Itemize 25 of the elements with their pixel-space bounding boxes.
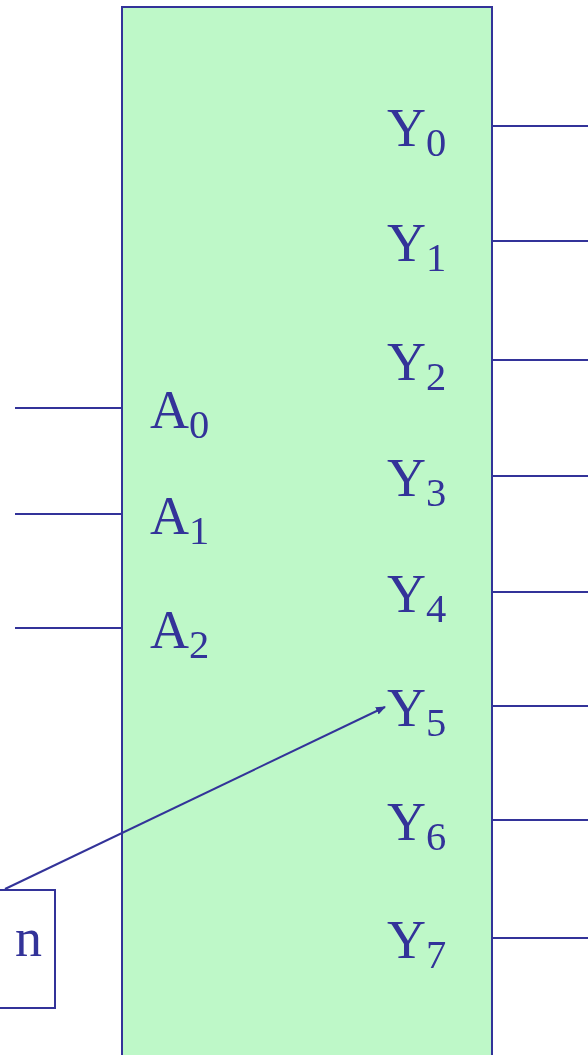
pin-label: A$_{2}$ [150, 590, 230, 670]
wire [14, 407, 122, 409]
wire [492, 819, 588, 821]
pin-label: Y$_{3}$ [387, 438, 477, 518]
wire [492, 475, 588, 477]
pin-label: Y$_{0}$ [387, 88, 477, 168]
wire [14, 513, 122, 515]
pin-label: Y$_{1}$ [387, 203, 477, 283]
wire [492, 125, 588, 127]
pin-label: Y$_{2}$ [387, 322, 477, 402]
wire [492, 705, 588, 707]
text-box: n [0, 889, 56, 1009]
arrow [4, 706, 386, 890]
decoder-block [121, 6, 493, 1055]
wire [14, 627, 122, 629]
pin-label: Y$_{4}$ [387, 554, 477, 634]
pin-label: A$_{0}$ [150, 370, 230, 450]
wire [492, 240, 588, 242]
wire [492, 359, 588, 361]
pin-label: Y$_{7}$ [387, 900, 477, 980]
pin-label: Y$_{5}$ [387, 668, 477, 748]
pin-label: Y$_{6}$ [387, 782, 477, 862]
wire [492, 591, 588, 593]
pin-label: A$_{1}$ [150, 476, 230, 556]
wire [492, 937, 588, 939]
